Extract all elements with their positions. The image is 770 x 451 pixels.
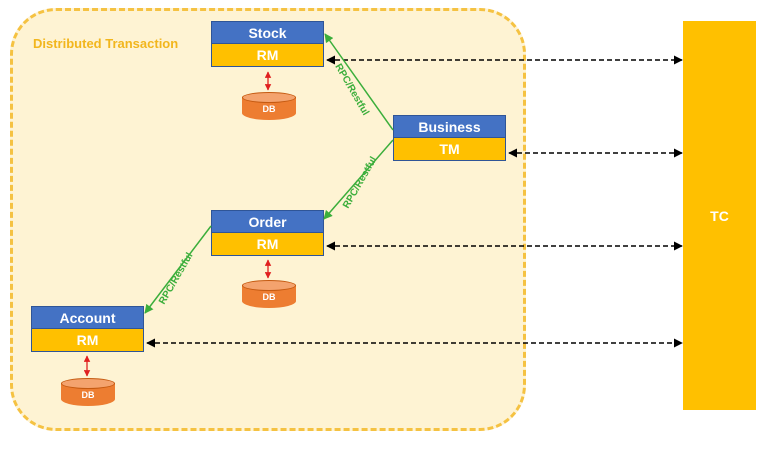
business-to-stock-arrow	[324, 33, 394, 131]
stock-db-icon: DB	[242, 92, 296, 124]
order-to-account-arrow	[144, 225, 212, 314]
order-service-name: Order	[211, 210, 324, 233]
order-service: Order RM	[211, 210, 324, 256]
stock-service: Stock RM	[211, 21, 324, 67]
stock-service-name: Stock	[211, 21, 324, 44]
account-db-icon: DB	[61, 378, 115, 410]
business-service-name: Business	[393, 115, 506, 138]
rpc-label-order: RPC/Restful	[341, 155, 380, 211]
order-rm: RM	[211, 233, 324, 256]
account-db-label: DB	[81, 390, 95, 400]
order-db-icon: DB	[242, 280, 296, 312]
account-rm: RM	[31, 329, 144, 352]
business-service: Business TM	[393, 115, 506, 161]
rpc-label-account: RPC/Restful	[157, 251, 196, 307]
tc-label: TC	[710, 207, 729, 224]
stock-db-label: DB	[262, 104, 276, 114]
region-label: Distributed Transaction	[33, 36, 179, 51]
order-db-label: DB	[262, 292, 276, 302]
stock-rm: RM	[211, 44, 324, 67]
business-to-order-arrow	[323, 139, 394, 220]
account-service-name: Account	[31, 306, 144, 329]
tc-coordinator: TC	[683, 21, 756, 410]
business-tm: TM	[393, 138, 506, 161]
account-service: Account RM	[31, 306, 144, 352]
